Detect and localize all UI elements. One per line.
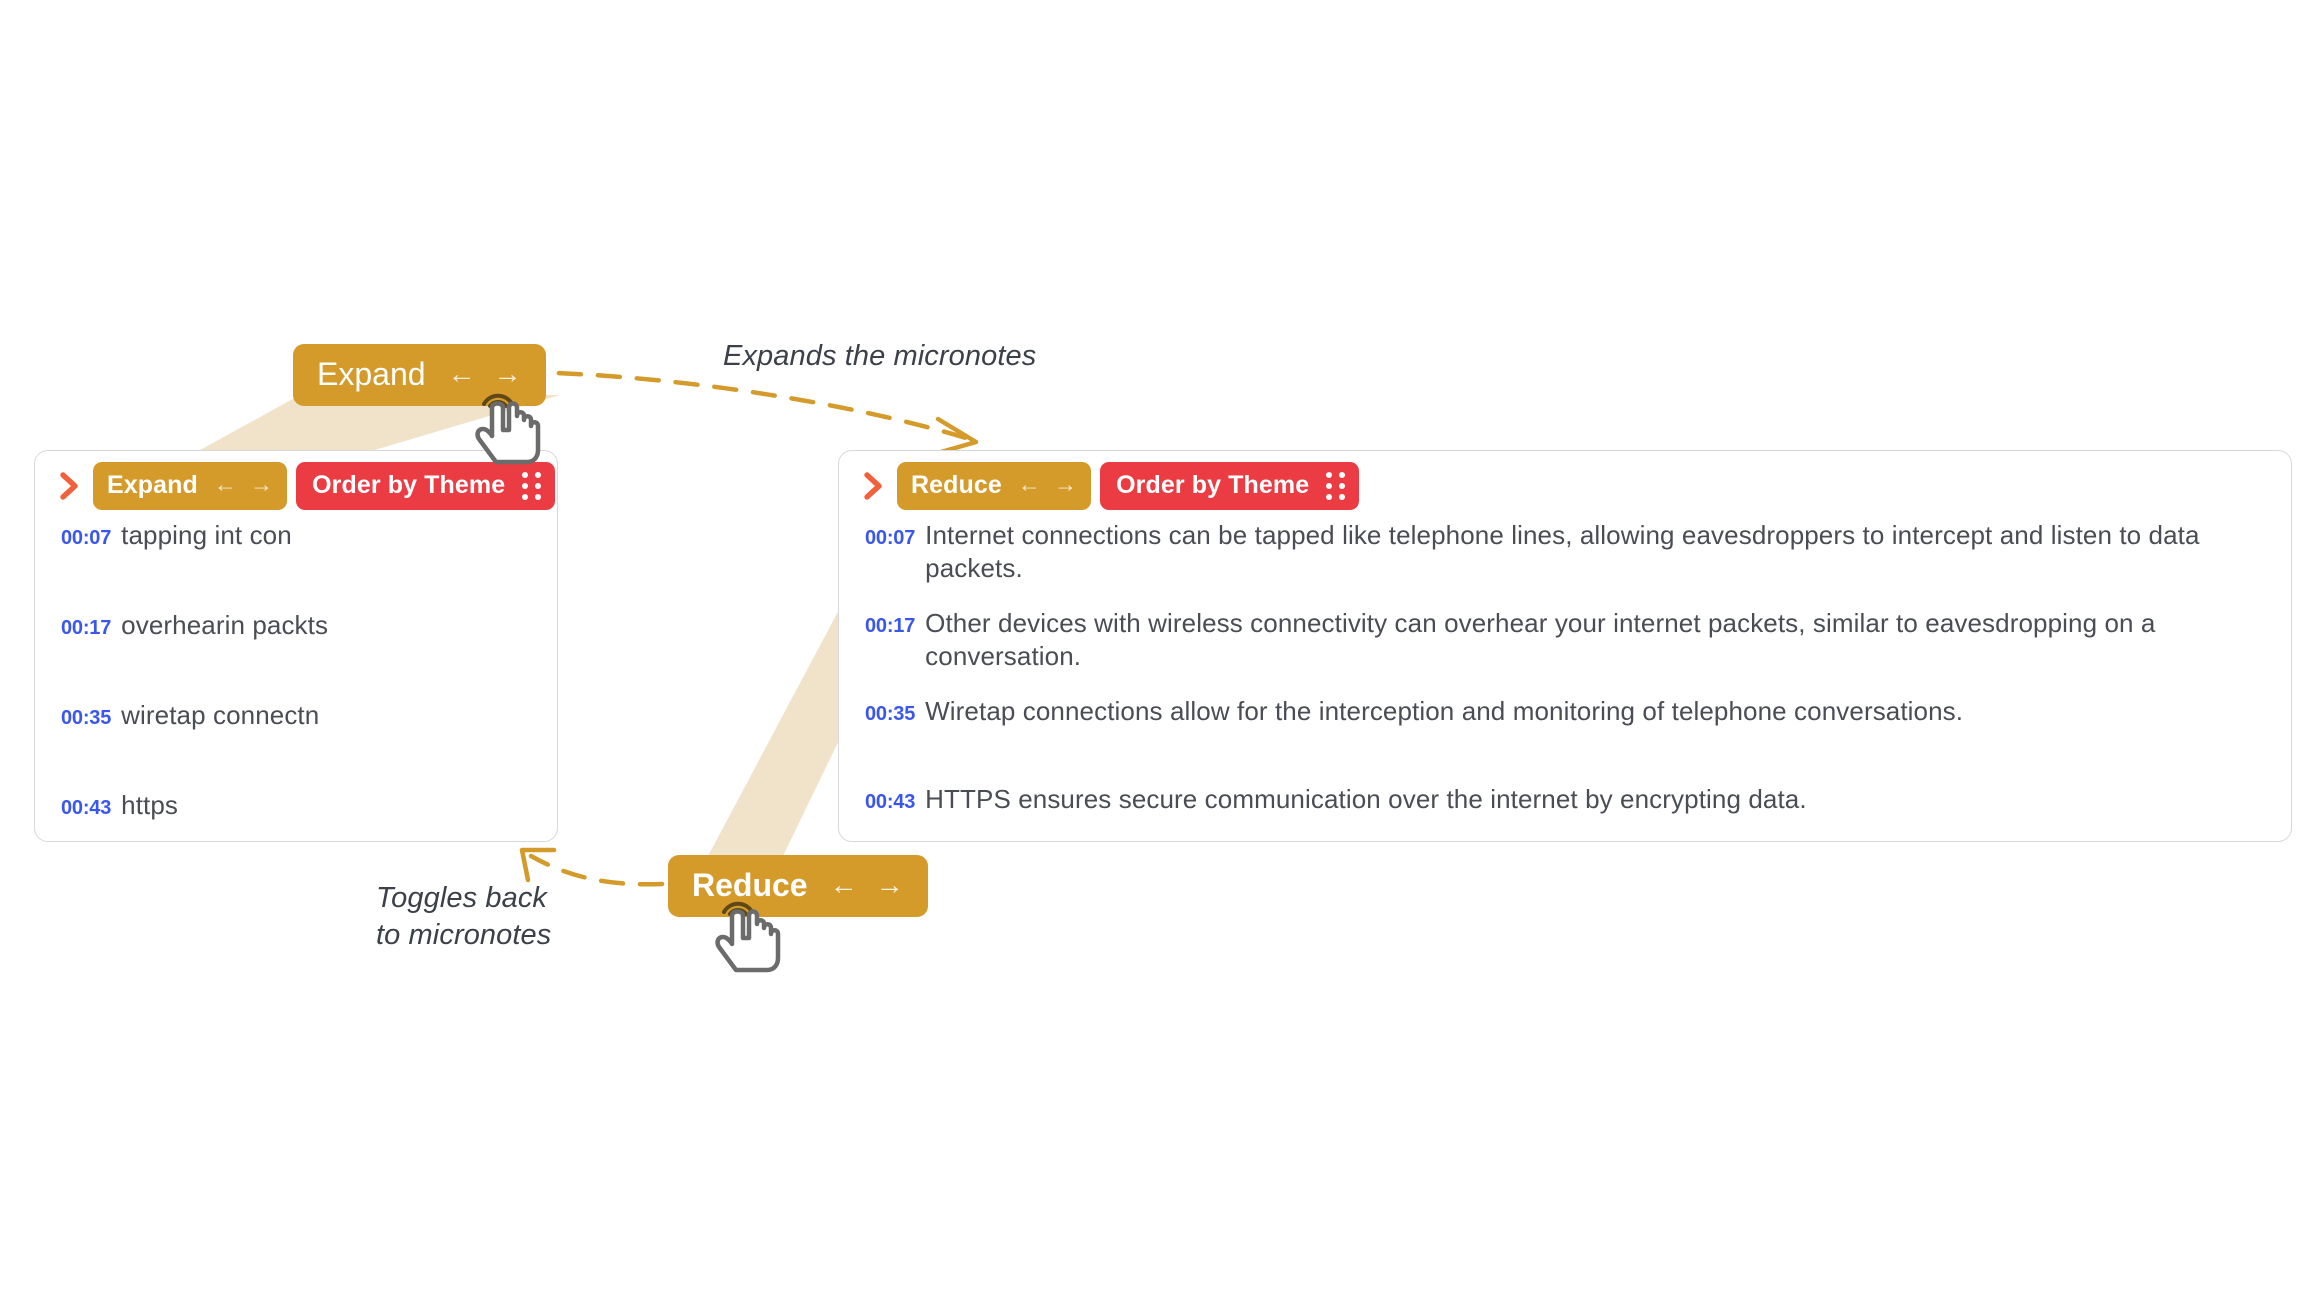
micronotes-panel-header: Expand ← → Order by Theme [35,451,557,510]
chevron-right-icon[interactable] [53,469,87,503]
list-item[interactable]: 00:35 Wiretap connections allow for the … [839,695,2291,783]
next-arrow-icon[interactable]: → [875,869,904,900]
note-timestamp: 00:07 [61,527,112,549]
prev-arrow-icon[interactable]: ← [1017,471,1042,497]
note-text: Other devices with wireless connectivity… [925,608,2156,671]
prev-arrow-icon[interactable]: ← [829,869,858,900]
reduce-toggle-label: Reduce [911,471,1002,499]
note-text: Wiretap connections allow for the interc… [925,696,1964,726]
micronotes-panel: Expand ← → Order by Theme 00:07 tapping … [34,450,558,842]
chevron-right-icon[interactable] [857,469,891,503]
list-item[interactable]: 00:07 Internet connections can be tapped… [839,519,2291,607]
expanded-notes-panel-header: Reduce ← → Order by Theme [839,451,2291,510]
callout-reduce-label: Reduce [692,867,808,903]
note-timestamp: 00:35 [61,707,112,729]
drag-handle-icon[interactable] [1326,471,1346,500]
list-item[interactable]: 00:07 tapping int con [35,519,557,609]
note-timestamp: 00:17 [61,617,112,639]
prev-arrow-icon[interactable]: ← [213,471,238,497]
expanded-notes-panel: Reduce ← → Order by Theme 00:07 Internet… [838,450,2292,842]
note-text: https [121,790,179,820]
dashed-arrow-expand [517,369,969,441]
note-timestamp: 00:35 [865,703,916,725]
note-timestamp: 00:17 [865,615,916,637]
arrowhead-expand [935,416,979,455]
micronotes-list: 00:07 tapping int con 00:17 overhearin p… [35,505,557,879]
list-item[interactable]: 00:17 overhearin packts [35,609,557,699]
order-by-theme-label: Order by Theme [312,471,506,499]
list-item[interactable]: 00:35 wiretap connectn [35,699,557,789]
next-arrow-icon[interactable]: → [493,358,522,389]
note-text: wiretap connectn [121,700,320,730]
note-text: overhearin packts [121,610,329,640]
expand-toggle-arrows: ← → [214,473,273,496]
callout-expand-button[interactable]: Expand ← → [293,344,546,406]
reduce-toggle-button[interactable]: Reduce ← → [897,462,1092,510]
order-by-theme-button[interactable]: Order by Theme [296,462,556,510]
note-timestamp: 00:07 [865,527,916,549]
reduce-toggle-arrows: ← → [1018,473,1077,496]
callout-expand-arrows: ← → [448,360,522,388]
note-text: Internet connections can be tapped like … [925,520,2200,583]
callout-reduce-button[interactable]: Reduce ← → [668,855,928,917]
next-arrow-icon[interactable]: → [250,471,274,497]
expand-toggle-label: Expand [107,471,198,499]
annotation-expands-the-micronotes: Expands the micronotes [723,340,1037,372]
note-text: tapping int con [121,520,292,550]
annotation-toggles-back-to-micronotes: Toggles back to micronotes [376,882,552,952]
callout-reduce-arrows: ← → [830,871,904,899]
list-item[interactable]: 00:43 HTTPS ensures secure communication… [839,783,2291,871]
expanded-notes-list: 00:07 Internet connections can be tapped… [839,505,2291,871]
list-item[interactable]: 00:43 https [35,789,557,879]
order-by-theme-button[interactable]: Order by Theme [1100,462,1360,510]
callout-expand-label: Expand [317,356,426,392]
expand-toggle-button[interactable]: Expand ← → [93,462,288,510]
prev-arrow-icon[interactable]: ← [447,358,476,389]
list-item[interactable]: 00:17 Other devices with wireless connec… [839,607,2291,695]
next-arrow-icon[interactable]: → [1054,471,1078,497]
note-timestamp: 00:43 [865,791,916,813]
drag-handle-icon[interactable] [522,471,542,500]
note-text: HTTPS ensures secure communication over … [925,784,1807,814]
order-by-theme-label: Order by Theme [1116,471,1310,499]
note-timestamp: 00:43 [61,797,112,819]
